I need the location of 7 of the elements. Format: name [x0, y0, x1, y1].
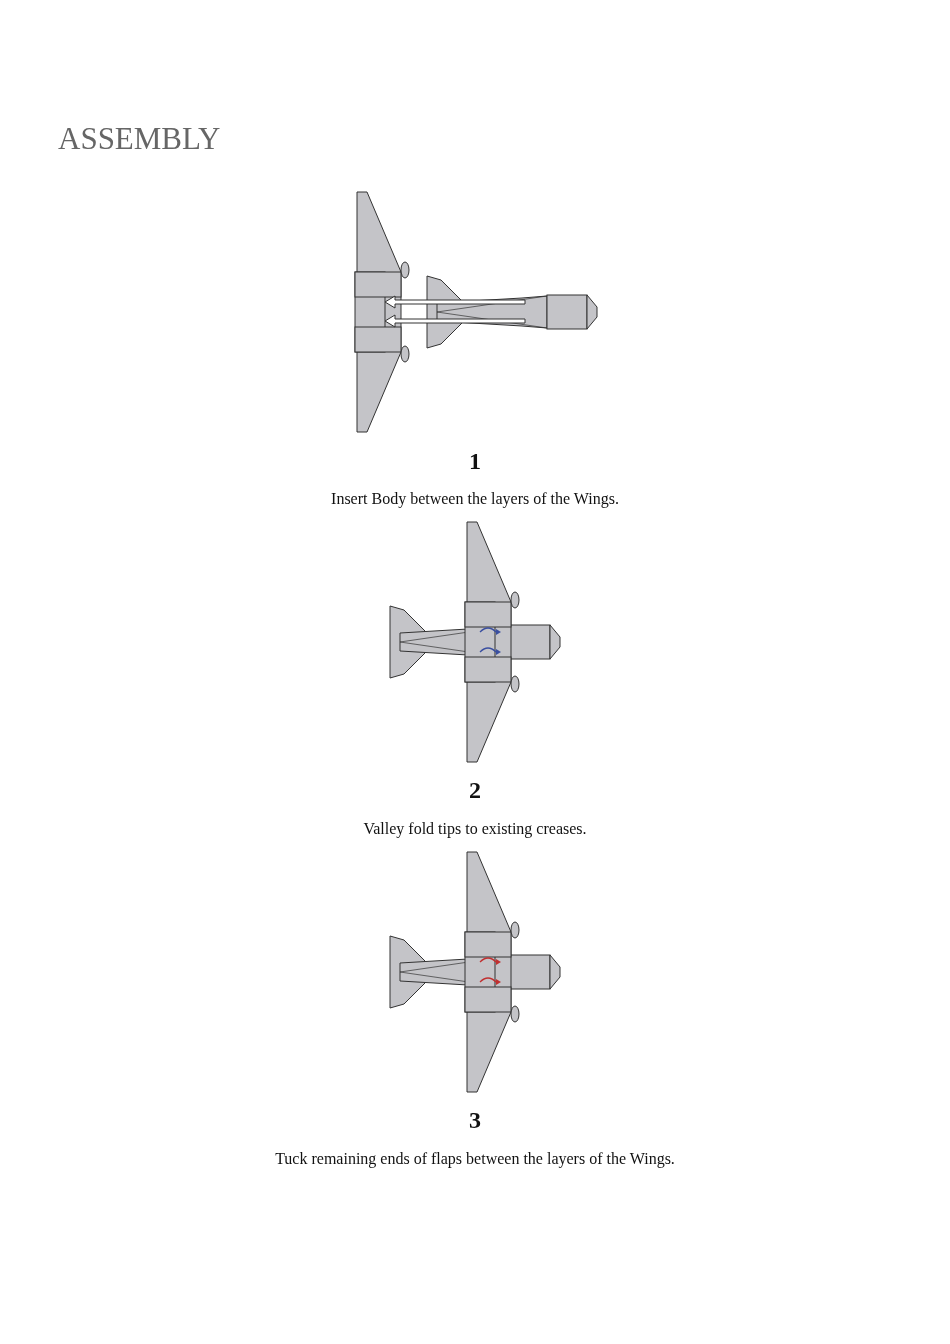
step-number: 2: [469, 777, 481, 804]
step-number: 1: [469, 448, 481, 475]
step-caption: Insert Body between the layers of the Wings.: [331, 490, 619, 508]
page-title: ASSEMBLY: [58, 121, 221, 157]
step-caption: Valley fold tips to existing creases.: [363, 820, 587, 838]
step-caption: Tuck remaining ends of flaps between the layers of the Wings.: [275, 1150, 675, 1168]
step-number: 3: [469, 1107, 481, 1134]
